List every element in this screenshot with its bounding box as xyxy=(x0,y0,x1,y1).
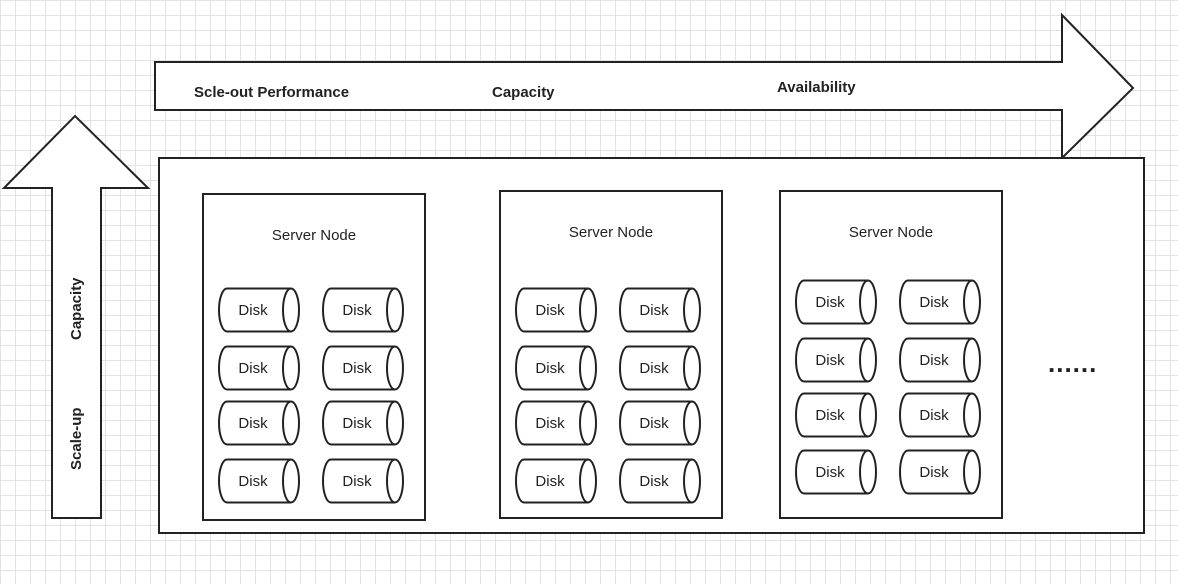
scale-up-label: Scale-up xyxy=(68,407,85,470)
disk-cap xyxy=(579,345,589,391)
scale-out-availability-label: Availability xyxy=(777,79,856,96)
disk-cap xyxy=(282,345,292,391)
disk: Disk xyxy=(322,458,404,504)
disk: Disk xyxy=(218,345,300,391)
disk-label: Disk xyxy=(238,302,268,319)
disk-label: Disk xyxy=(238,360,268,377)
disk-cap xyxy=(683,458,693,504)
disk-label: Disk xyxy=(535,473,565,490)
disk-cap xyxy=(859,449,869,495)
disk-label: Disk xyxy=(815,407,845,424)
disk-cap xyxy=(963,392,973,438)
disk-cap xyxy=(386,400,396,446)
disk-label: Disk xyxy=(639,473,669,490)
disk: Disk xyxy=(515,345,597,391)
disk-cap xyxy=(963,279,973,325)
disk: Disk xyxy=(322,345,404,391)
disk-cap xyxy=(963,449,973,495)
disk-label: Disk xyxy=(535,302,565,319)
disk-cap xyxy=(683,287,693,333)
disk-label: Disk xyxy=(919,352,949,369)
disk-label: Disk xyxy=(342,473,372,490)
disk: Disk xyxy=(218,458,300,504)
disk-label: Disk xyxy=(639,360,669,377)
disk: Disk xyxy=(899,449,981,495)
disk-cap xyxy=(386,458,396,504)
disk: Disk xyxy=(218,400,300,446)
disk-cap xyxy=(859,337,869,383)
disk-label: Disk xyxy=(815,294,845,311)
disk-label: Disk xyxy=(342,302,372,319)
disk-label: Disk xyxy=(535,360,565,377)
disk-cap xyxy=(859,392,869,438)
disk: Disk xyxy=(899,337,981,383)
disk: Disk xyxy=(795,337,877,383)
disk-cap xyxy=(579,458,589,504)
disk: Disk xyxy=(795,392,877,438)
disk-cap xyxy=(859,279,869,325)
disk-cap xyxy=(579,400,589,446)
disk-label: Disk xyxy=(815,464,845,481)
disk-label: Disk xyxy=(919,294,949,311)
scale-up-capacity-label: Capacity xyxy=(68,277,85,340)
more-nodes-ellipsis: ...... xyxy=(1048,348,1097,378)
disk: Disk xyxy=(795,449,877,495)
disk: Disk xyxy=(795,279,877,325)
disk-cap xyxy=(386,287,396,333)
disk-cap xyxy=(386,345,396,391)
disk: Disk xyxy=(218,287,300,333)
scale-out-performance-label: Scle-out Performance xyxy=(194,84,349,101)
disk-label: Disk xyxy=(342,415,372,432)
disk: Disk xyxy=(515,458,597,504)
disk: Disk xyxy=(899,392,981,438)
disk-label: Disk xyxy=(238,415,268,432)
disk-cap xyxy=(683,400,693,446)
disk-label: Disk xyxy=(342,360,372,377)
disk: Disk xyxy=(515,287,597,333)
disk: Disk xyxy=(515,400,597,446)
disk-label: Disk xyxy=(815,352,845,369)
disk: Disk xyxy=(322,287,404,333)
disk-cap xyxy=(282,400,292,446)
server-node-title: Server Node xyxy=(569,224,653,241)
server-node-title: Server Node xyxy=(272,227,356,244)
scale-out-capacity-label: Capacity xyxy=(492,84,555,101)
scale-out-arrow xyxy=(154,12,1135,161)
disk: Disk xyxy=(619,345,701,391)
disk: Disk xyxy=(322,400,404,446)
disk: Disk xyxy=(899,279,981,325)
server-node-title: Server Node xyxy=(849,224,933,241)
disk-cap xyxy=(282,287,292,333)
disk-label: Disk xyxy=(238,473,268,490)
disk-label: Disk xyxy=(919,407,949,424)
disk: Disk xyxy=(619,458,701,504)
disk-label: Disk xyxy=(919,464,949,481)
disk: Disk xyxy=(619,287,701,333)
disk-cap xyxy=(963,337,973,383)
disk-label: Disk xyxy=(639,302,669,319)
disk-cap xyxy=(579,287,589,333)
disk: Disk xyxy=(619,400,701,446)
disk-cap xyxy=(683,345,693,391)
disk-label: Disk xyxy=(639,415,669,432)
disk-label: Disk xyxy=(535,415,565,432)
disk-cap xyxy=(282,458,292,504)
scale-up-arrow xyxy=(1,114,151,519)
